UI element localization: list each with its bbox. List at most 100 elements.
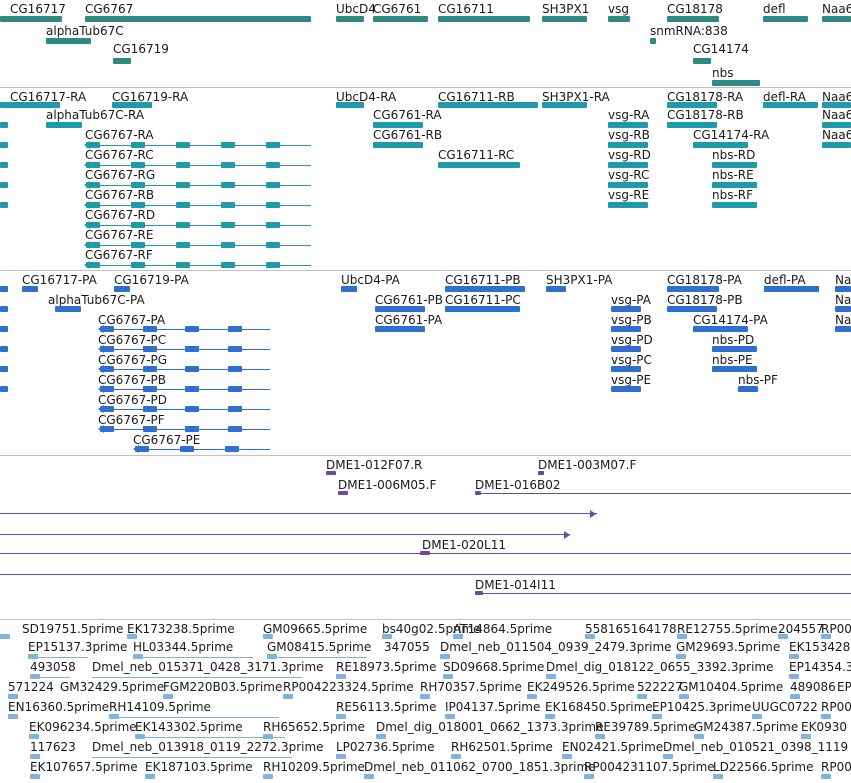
feature-glyph[interactable]: [267, 654, 277, 659]
feature-glyph[interactable]: [30, 754, 40, 759]
feature-glyph[interactable]: [667, 286, 719, 292]
feature-glyph[interactable]: [835, 286, 851, 292]
feature-glyph[interactable]: [46, 38, 91, 44]
feature-glyph[interactable]: [542, 16, 587, 22]
feature-glyph[interactable]: [677, 634, 687, 639]
feature-glyph[interactable]: [438, 162, 520, 168]
feature-glyph[interactable]: [221, 242, 235, 248]
feature-glyph[interactable]: [131, 262, 145, 268]
feature-glyph[interactable]: [608, 182, 648, 188]
feature-glyph[interactable]: [801, 734, 811, 739]
feature-glyph[interactable]: [29, 734, 39, 739]
feature-glyph[interactable]: [131, 202, 145, 208]
feature-glyph[interactable]: [713, 774, 723, 779]
feature-glyph[interactable]: [527, 694, 537, 699]
feature-glyph[interactable]: [0, 306, 8, 312]
feature-glyph[interactable]: [0, 182, 8, 188]
feature-glyph[interactable]: [763, 102, 818, 108]
feature-glyph[interactable]: [752, 714, 762, 719]
feature-glyph[interactable]: [373, 16, 428, 22]
feature-glyph[interactable]: [336, 674, 346, 679]
feature-glyph[interactable]: [693, 326, 748, 332]
feature-glyph[interactable]: [438, 16, 530, 22]
feature-glyph[interactable]: [176, 182, 190, 188]
feature-glyph[interactable]: [584, 774, 594, 779]
feature-glyph[interactable]: [546, 674, 556, 679]
feature-glyph[interactable]: [611, 306, 641, 312]
feature-glyph[interactable]: [185, 346, 199, 352]
feature-glyph[interactable]: [712, 80, 760, 86]
feature-glyph[interactable]: [86, 222, 100, 228]
feature-glyph[interactable]: [30, 674, 40, 679]
feature-glyph[interactable]: [263, 634, 273, 639]
feature-glyph[interactable]: [221, 202, 235, 208]
feature-glyph[interactable]: [445, 306, 520, 312]
feature-glyph[interactable]: [227, 346, 242, 352]
feature-glyph[interactable]: [263, 774, 273, 779]
feature-glyph[interactable]: [55, 306, 81, 312]
feature-glyph[interactable]: [0, 386, 8, 392]
feature-glyph[interactable]: [789, 654, 799, 659]
feature-glyph[interactable]: [376, 734, 386, 739]
feature-glyph[interactable]: [562, 754, 572, 759]
feature-glyph[interactable]: [142, 366, 157, 372]
feature-glyph[interactable]: [131, 222, 145, 228]
feature-glyph[interactable]: [100, 326, 114, 332]
feature-glyph[interactable]: [663, 754, 673, 759]
feature-glyph[interactable]: [611, 386, 641, 392]
feature-glyph[interactable]: [373, 142, 423, 148]
feature-glyph[interactable]: [221, 262, 235, 268]
feature-glyph[interactable]: [86, 202, 100, 208]
feature-glyph[interactable]: [712, 366, 757, 372]
feature-glyph[interactable]: [100, 426, 114, 432]
feature-glyph[interactable]: [443, 674, 453, 679]
feature-glyph[interactable]: [0, 202, 8, 208]
feature-glyph[interactable]: [8, 694, 18, 699]
feature-glyph[interactable]: [608, 162, 648, 168]
feature-glyph[interactable]: [763, 16, 808, 22]
feature-glyph[interactable]: [694, 734, 704, 739]
feature-glyph[interactable]: [445, 286, 525, 292]
feature-glyph[interactable]: [0, 16, 62, 22]
feature-glyph[interactable]: [133, 654, 143, 659]
feature-glyph[interactable]: [712, 202, 757, 208]
feature-glyph[interactable]: [0, 346, 8, 352]
feature-glyph[interactable]: [100, 366, 114, 372]
feature-glyph[interactable]: [336, 714, 346, 719]
feature-glyph[interactable]: [338, 491, 348, 495]
feature-glyph[interactable]: [227, 406, 242, 412]
feature-glyph[interactable]: [86, 142, 100, 148]
feature-glyph[interactable]: [821, 634, 831, 639]
feature-glyph[interactable]: [667, 16, 719, 22]
feature-glyph[interactable]: [176, 222, 190, 228]
feature-glyph[interactable]: [266, 222, 280, 228]
feature-glyph[interactable]: [326, 471, 336, 475]
feature-glyph[interactable]: [131, 182, 145, 188]
feature-glyph[interactable]: [176, 262, 190, 268]
feature-glyph[interactable]: [135, 734, 145, 739]
feature-glyph[interactable]: [712, 346, 757, 352]
feature-glyph[interactable]: [109, 714, 119, 719]
feature-glyph[interactable]: [451, 754, 461, 759]
feature-glyph[interactable]: [180, 446, 194, 452]
feature-glyph[interactable]: [266, 242, 280, 248]
feature-glyph[interactable]: [142, 426, 157, 432]
feature-glyph[interactable]: [227, 366, 242, 372]
feature-glyph[interactable]: [185, 406, 199, 412]
feature-glyph[interactable]: [475, 491, 481, 495]
feature-glyph[interactable]: [8, 714, 18, 719]
feature-glyph[interactable]: [546, 286, 566, 292]
feature-glyph[interactable]: [266, 182, 280, 188]
feature-glyph[interactable]: [373, 122, 423, 128]
feature-glyph[interactable]: [176, 142, 190, 148]
feature-glyph[interactable]: [227, 426, 242, 432]
feature-glyph[interactable]: [595, 734, 605, 739]
feature-glyph[interactable]: [712, 182, 757, 188]
feature-glyph[interactable]: [667, 306, 717, 312]
feature-glyph[interactable]: [266, 202, 280, 208]
feature-glyph[interactable]: [225, 446, 239, 452]
